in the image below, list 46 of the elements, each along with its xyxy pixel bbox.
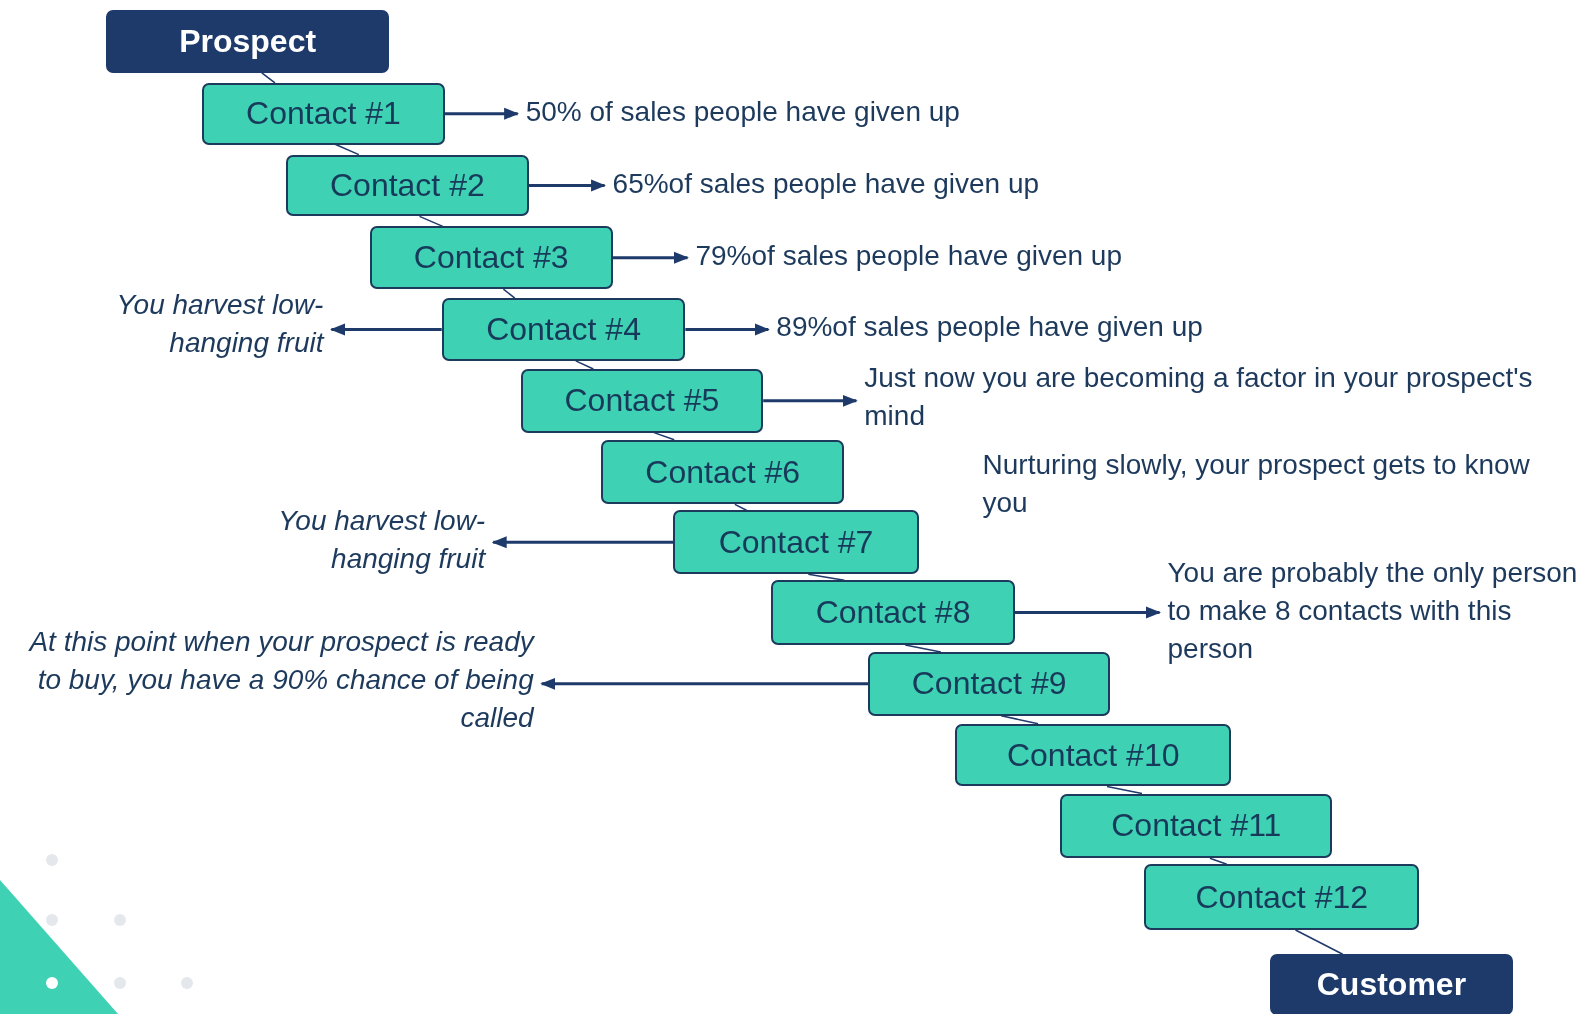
- connector-line: [574, 360, 595, 370]
- note-text: You are probably the only person to make 8 contacts with this person: [1167, 553, 1585, 668]
- connector-line: [334, 143, 360, 156]
- terminal-box: Customer: [1269, 954, 1514, 1014]
- arrow: [528, 179, 607, 192]
- arrow: [612, 251, 689, 264]
- contact-box: Contact #6: [601, 439, 845, 505]
- arrow: [329, 323, 442, 336]
- note-text: 50% of sales people have given up: [525, 93, 1072, 131]
- contact-box: Contact #5: [520, 368, 764, 433]
- connector-line: [502, 288, 516, 299]
- terminal-box: Prospect: [106, 10, 390, 73]
- italic-note-text: At this point when your prospect is ready to buy, you have a 90% chance of being called: [10, 622, 534, 737]
- arrow: [491, 536, 674, 549]
- italic-note-text: You harvest low-hanging fruit: [50, 286, 324, 363]
- connector-line: [1000, 714, 1039, 725]
- contact-box: Contact #3: [369, 226, 613, 290]
- connector-line: [807, 573, 846, 581]
- connector-line: [734, 503, 748, 512]
- note-text: Nurturing slowly, your prospect gets to know you: [982, 447, 1531, 520]
- note-text: 79%of sales people have given up: [695, 236, 1242, 275]
- connector-line: [904, 644, 942, 653]
- contact-box: Contact #1: [202, 82, 445, 145]
- contact-box: Contact #10: [955, 723, 1232, 787]
- arrow: [444, 107, 520, 120]
- contact-box: Contact #4: [441, 298, 686, 361]
- note-text: 89%of sales people have given up: [776, 308, 1323, 347]
- note-text: Just now you are becoming a factor in your prospect's mind: [864, 358, 1562, 435]
- connector-line: [653, 431, 675, 441]
- contact-box: Contact #9: [868, 652, 1110, 716]
- arrow: [540, 677, 869, 690]
- connector-line: [1209, 857, 1228, 865]
- contact-box: Contact #2: [286, 154, 529, 217]
- contact-box: Contact #8: [771, 580, 1015, 645]
- italic-note-text: You harvest low-hanging fruit: [207, 502, 486, 579]
- contact-box: Contact #11: [1060, 793, 1333, 859]
- arrow: [1014, 606, 1161, 619]
- contact-box: Contact #12: [1144, 864, 1420, 930]
- arrow: [685, 323, 770, 336]
- connector-line: [418, 215, 444, 228]
- arrow: [763, 394, 858, 407]
- contact-box: Contact #7: [673, 510, 919, 575]
- connector-line: [261, 72, 276, 84]
- connector-line: [1294, 929, 1344, 955]
- connector-line: [1106, 785, 1143, 795]
- note-text: 65%of sales people have given up: [612, 164, 1159, 203]
